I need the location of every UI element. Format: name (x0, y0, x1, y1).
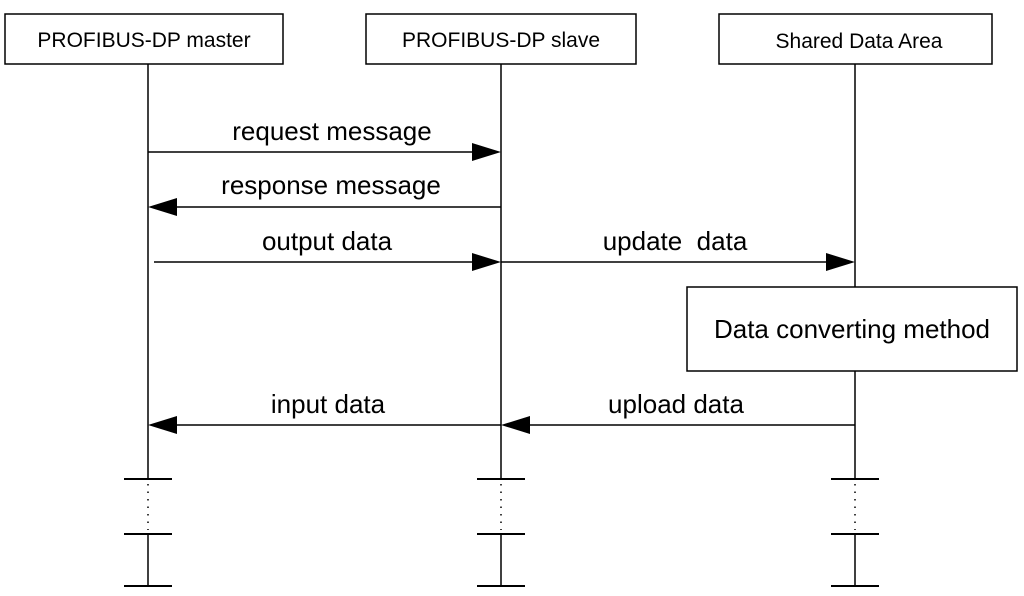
arrowhead-left-icon (148, 198, 177, 216)
message-update-data: update data (501, 226, 855, 271)
arrowhead-right-icon (472, 143, 501, 161)
message-input-data: input data (148, 389, 501, 434)
participant-shared: Shared Data Area (718, 13, 993, 65)
message-upload-data-label: upload data (608, 389, 744, 419)
message-response-label: response message (221, 170, 441, 200)
participant-master: PROFIBUS-DP master (4, 13, 284, 65)
arrowhead-right-icon (826, 253, 855, 271)
participant-shared-box (718, 13, 993, 65)
participant-slave: PROFIBUS-DP slave (365, 13, 637, 65)
arrowhead-left-icon (501, 416, 530, 434)
message-upload-data: upload data (501, 389, 855, 434)
message-output-data-label: output data (262, 226, 393, 256)
participant-slave-box (365, 13, 637, 65)
participant-slave-label: PROFIBUS-DP slave (402, 29, 600, 52)
arrowhead-right-icon (472, 253, 501, 271)
message-input-data-label: input data (271, 389, 386, 419)
arrowhead-left-icon (148, 416, 177, 434)
message-response: response message (148, 170, 501, 216)
process-box-label: Data converting method (714, 314, 990, 344)
message-output-data: output data (154, 226, 501, 271)
process-data-converting: Data converting method (686, 286, 1018, 372)
participant-shared-label: Shared Data Area (776, 30, 943, 53)
participant-master-label: PROFIBUS-DP master (37, 29, 250, 52)
lifeline-shared-break (831, 478, 879, 587)
message-request: request message (148, 116, 501, 161)
lifeline-master-break (124, 478, 172, 587)
message-request-label: request message (232, 116, 431, 146)
lifeline-slave-break (477, 478, 525, 587)
message-update-data-label: update data (603, 226, 748, 256)
participant-master-box (4, 13, 284, 65)
process-box (686, 286, 1018, 372)
